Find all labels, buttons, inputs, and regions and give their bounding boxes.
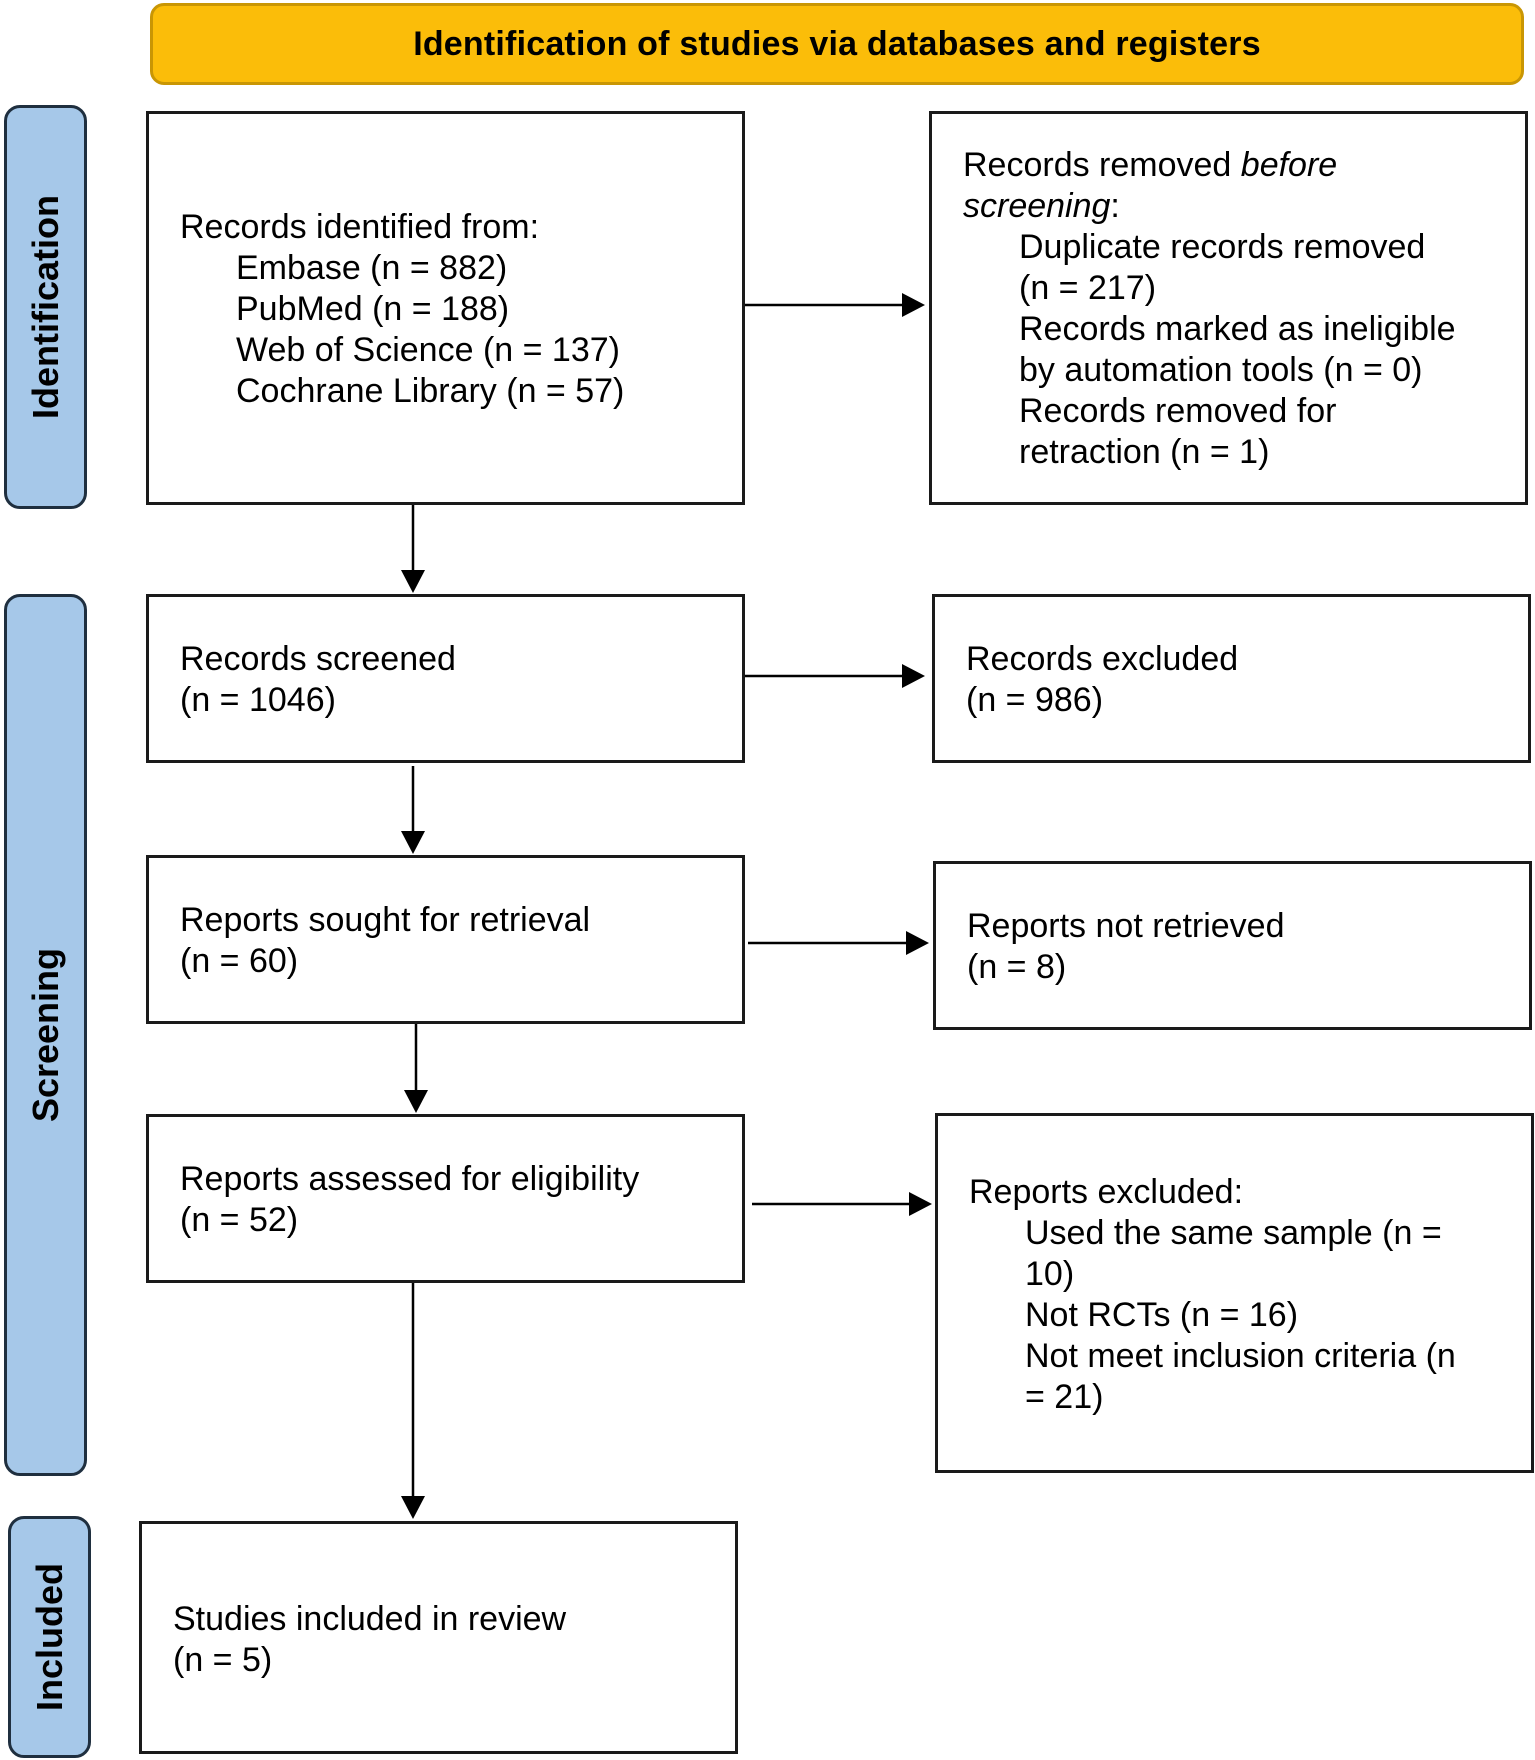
- reports-assessed-box: Reports assessed for eligibility (n = 52…: [146, 1114, 745, 1283]
- arrowhead: [404, 1090, 428, 1113]
- source-web-of-science: Web of Science (n = 137): [236, 331, 620, 369]
- arrowhead: [401, 1496, 425, 1519]
- source-cochrane: Cochrane Library (n = 57): [236, 372, 625, 410]
- records-removed-italic-screening: screening: [963, 187, 1111, 225]
- studies-included-count: (n = 5): [173, 1641, 273, 1679]
- excluded-line: 10): [1025, 1255, 1075, 1293]
- records-removed-italic-before: before: [1240, 146, 1338, 184]
- removed-line: (n = 217): [1019, 269, 1157, 307]
- header-banner: Identification of studies via databases …: [150, 3, 1524, 85]
- records-excluded-count: (n = 986): [966, 681, 1104, 719]
- records-removed-label-2: screening:: [963, 186, 1525, 227]
- records-excluded-label: Records excluded: [966, 640, 1239, 678]
- reports-sought-label: Reports sought for retrieval: [180, 901, 591, 939]
- arrowhead: [906, 931, 929, 955]
- removed-line: Records marked as ineligible: [1019, 310, 1456, 348]
- reports-assessed-label: Reports assessed for eligibility: [180, 1160, 640, 1198]
- removed-line: by automation tools (n = 0): [1019, 351, 1423, 389]
- records-screened-label: Records screened: [180, 640, 456, 678]
- excluded-line: Used the same sample (n =: [1025, 1214, 1442, 1252]
- removed-line: retraction (n = 1): [1019, 433, 1270, 471]
- reports-assessed-count: (n = 52): [180, 1201, 299, 1239]
- arrowhead: [902, 293, 925, 317]
- excluded-line: = 21): [1025, 1378, 1104, 1416]
- source-pubmed: PubMed (n = 188): [236, 290, 510, 328]
- header-title: Identification of studies via databases …: [413, 24, 1261, 63]
- excluded-line: Not RCTs (n = 16): [1025, 1296, 1299, 1334]
- reports-sought-box: Reports sought for retrieval (n = 60): [146, 855, 745, 1024]
- arrowhead: [909, 1192, 932, 1216]
- arrowhead: [902, 664, 925, 688]
- reports-excluded-label: Reports excluded:: [969, 1173, 1244, 1211]
- records-identified-box: Records identified from: Embase (n = 882…: [146, 111, 745, 505]
- removed-line: Records removed for: [1019, 392, 1337, 430]
- arrowhead: [401, 831, 425, 854]
- source-embase: Embase (n = 882): [236, 249, 508, 287]
- excluded-line: Not meet inclusion criteria (n: [1025, 1337, 1456, 1375]
- records-screened-box: Records screened (n = 1046): [146, 594, 745, 763]
- reports-sought-count: (n = 60): [180, 942, 299, 980]
- phase-identification: Identification: [4, 105, 87, 509]
- reports-not-retrieved-box: Reports not retrieved (n = 8): [933, 861, 1532, 1030]
- reports-excluded-box: Reports excluded: Used the same sample (…: [935, 1113, 1534, 1473]
- phase-included: Included: [8, 1516, 91, 1758]
- records-removed-label: Records removed before: [963, 145, 1525, 186]
- records-removed-suffix: :: [1110, 187, 1120, 225]
- records-removed-prefix: Records removed: [963, 146, 1241, 184]
- reports-not-retrieved-count: (n = 8): [967, 948, 1067, 986]
- records-screened-count: (n = 1046): [180, 681, 336, 719]
- records-identified-label: Records identified from:: [180, 208, 540, 246]
- arrowhead: [401, 570, 425, 593]
- reports-not-retrieved-label: Reports not retrieved: [967, 907, 1285, 945]
- removed-line: Duplicate records removed: [1019, 228, 1426, 266]
- records-removed-box: Records removed before screening: Duplic…: [929, 111, 1528, 505]
- phase-screening: Screening: [4, 594, 87, 1476]
- studies-included-box: Studies included in review (n = 5): [139, 1521, 738, 1754]
- records-excluded-box: Records excluded (n = 986): [932, 594, 1531, 763]
- studies-included-label: Studies included in review: [173, 1600, 567, 1638]
